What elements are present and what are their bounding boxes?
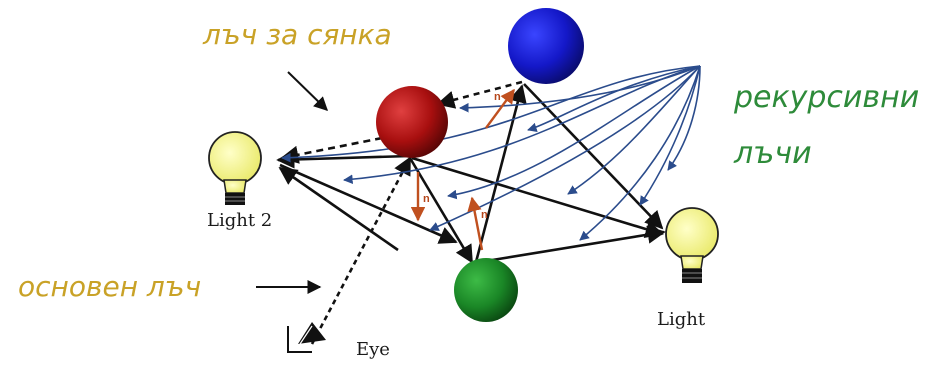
- normal-label-1: n: [494, 91, 501, 103]
- recursive-ray-5: [429, 65, 701, 231]
- recursive-rays: [281, 65, 701, 241]
- normal-arrow-green-sphere: [467, 196, 484, 251]
- normal-label-3: n: [481, 209, 488, 221]
- ray-blue-to-light: [523, 83, 664, 230]
- blue-sphere: [508, 8, 584, 84]
- recursive-ray-8: [639, 65, 701, 206]
- shadow-ray-label: лъч за сянка: [203, 18, 392, 51]
- ray-blue-to-red: [436, 80, 523, 109]
- green-sphere: [454, 258, 518, 322]
- ray-red-to-light: [411, 156, 664, 238]
- recursive-rays-label-line2: лъчи: [734, 136, 812, 171]
- recursive-ray-6: [567, 65, 701, 195]
- surface-normals: [410, 88, 515, 251]
- recursive-ray-3: [527, 65, 701, 132]
- ray-lines: [276, 80, 666, 345]
- ray-light2-to-green: [279, 163, 458, 244]
- recursive-ray-10: [459, 65, 701, 113]
- light2-label: Light 2: [207, 210, 273, 231]
- ray-red-to-green: [408, 157, 474, 264]
- recursive-ray-9: [667, 65, 701, 171]
- light-bulb-icon: [665, 207, 719, 283]
- shadow-ray-line: [280, 136, 383, 164]
- eye-icon: [287, 322, 326, 353]
- red-sphere: [376, 86, 448, 158]
- normal-label-2: n: [423, 193, 430, 205]
- recursive-rays-label-line1: рекурсивни: [734, 80, 920, 115]
- shadow-ray-pointer-arrow: [287, 71, 329, 111]
- ray-red-to-light2: [276, 150, 411, 169]
- recursive-ray-4: [447, 65, 701, 200]
- ray-green-to-light: [479, 225, 666, 264]
- primary-ray-label: основен лъч: [18, 270, 202, 303]
- ray-green-to-blue: [474, 84, 527, 263]
- normal-arrow-blue-sphere: [485, 88, 515, 129]
- light2-bulb-icon: [208, 131, 262, 205]
- recursive-ray-7: [579, 65, 701, 241]
- recursive-ray-1: [281, 65, 701, 163]
- light-label: Light: [657, 309, 706, 330]
- eye-label: Eye: [356, 339, 390, 360]
- primary-ray-line: [310, 156, 412, 345]
- ray-eye-to-light2: [278, 166, 399, 252]
